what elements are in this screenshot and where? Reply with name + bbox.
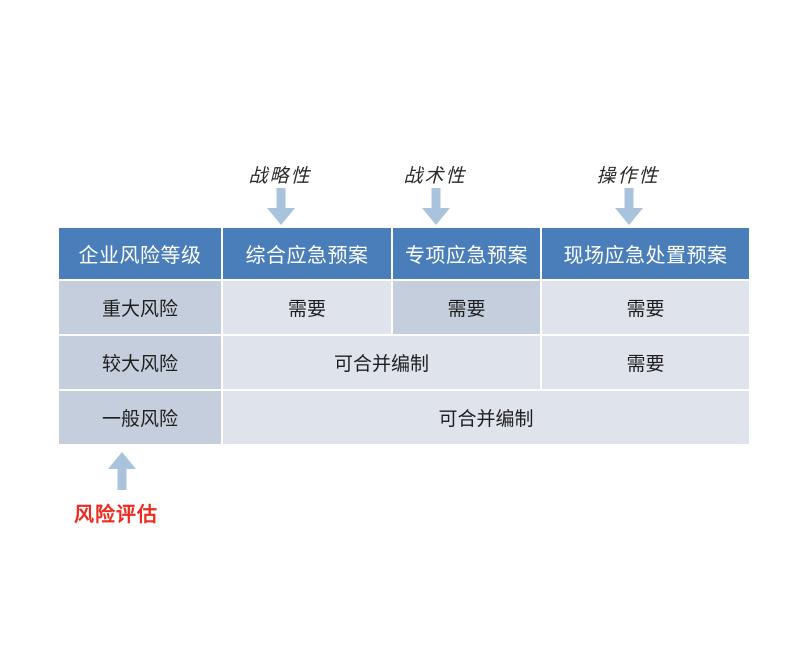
row-header-relatively-major-risk: 较大风险 xyxy=(59,336,221,389)
table-row: 较大风险 可合并编制 需要 xyxy=(59,336,749,389)
cell-major-comprehensive: 需要 xyxy=(223,281,391,334)
column-header-special-plan: 专项应急预案 xyxy=(393,228,540,279)
column-header-risk-level: 企业风险等级 xyxy=(59,228,221,279)
column-header-onsite-plan: 现场应急处置预案 xyxy=(542,228,749,279)
top-annotation-label-3: 操作性 xyxy=(596,165,660,187)
cell-general-merged: 可合并编制 xyxy=(223,391,749,444)
row-header-major-risk: 重大风险 xyxy=(59,281,221,334)
risk-plan-matrix: 企业风险等级 综合应急预案 专项应急预案 现场应急处置预案 重大风险 需要 需要… xyxy=(57,226,751,446)
table-row: 重大风险 需要 需要 需要 xyxy=(59,281,749,334)
top-annotation-label-1: 战略性 xyxy=(248,165,312,187)
arrow-down-icon xyxy=(615,188,643,225)
top-annotation-label-2: 战术性 xyxy=(403,165,467,187)
table-header-row: 企业风险等级 综合应急预案 专项应急预案 现场应急处置预案 xyxy=(59,228,749,279)
row-header-general-risk: 一般风险 xyxy=(59,391,221,444)
column-header-comprehensive-plan: 综合应急预案 xyxy=(223,228,391,279)
arrow-down-icon xyxy=(422,188,450,225)
cell-major-onsite: 需要 xyxy=(542,281,749,334)
bottom-annotation-label: 风险评估 xyxy=(74,502,158,526)
cell-major-special: 需要 xyxy=(393,281,540,334)
arrow-down-icon xyxy=(267,188,295,225)
cell-relmajor-onsite: 需要 xyxy=(542,336,749,389)
table-row: 一般风险 可合并编制 xyxy=(59,391,749,444)
cell-relmajor-merged: 可合并编制 xyxy=(223,336,540,389)
arrow-up-icon xyxy=(108,452,136,490)
